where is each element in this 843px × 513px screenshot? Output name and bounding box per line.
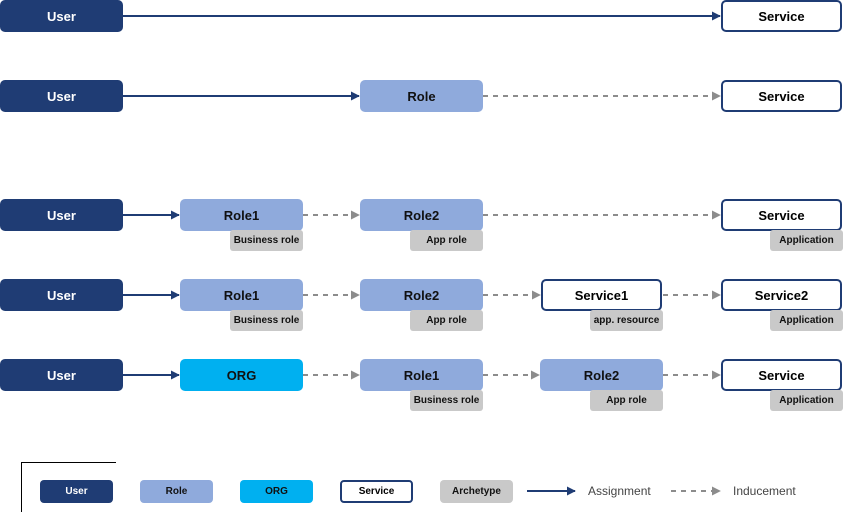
archetype-tag-business-role: Business role [230, 230, 303, 251]
archetype-tag-app-role: App role [410, 310, 483, 331]
user-node[interactable]: User [0, 199, 123, 231]
org-node[interactable]: ORG [180, 359, 303, 391]
legend-role: Role [140, 480, 213, 503]
role2-node[interactable]: Role2 [360, 199, 483, 231]
service-node[interactable]: Service [721, 359, 842, 391]
service-node[interactable]: Service [721, 199, 842, 231]
role-node[interactable]: Role [360, 80, 483, 112]
archetype-tag-application: Application [770, 230, 843, 251]
legend-inducement-label: Inducement [733, 484, 796, 498]
archetype-tag-app-role: App role [590, 390, 663, 411]
archetype-tag-application: Application [770, 390, 843, 411]
archetype-tag-application: Application [770, 310, 843, 331]
service-node[interactable]: Service [721, 0, 842, 32]
legend-assignment-label: Assignment [588, 484, 651, 498]
archetype-tag-app-resource: app. resource [590, 310, 663, 331]
role1-node[interactable]: Role1 [360, 359, 483, 391]
archetype-tag-business-role: Business role [230, 310, 303, 331]
archetype-tag-app-role: App role [410, 230, 483, 251]
role1-node[interactable]: Role1 [180, 279, 303, 311]
user-node[interactable]: User [0, 359, 123, 391]
legend-frame [21, 462, 116, 512]
user-node[interactable]: User [0, 0, 123, 32]
service2-node[interactable]: Service2 [721, 279, 842, 311]
role1-node[interactable]: Role1 [180, 199, 303, 231]
service1-node[interactable]: Service1 [541, 279, 662, 311]
role2-node[interactable]: Role2 [360, 279, 483, 311]
archetype-tag-business-role: Business role [410, 390, 483, 411]
legend-archetype: Archetype [440, 480, 513, 503]
legend-service: Service [340, 480, 413, 503]
user-node[interactable]: User [0, 279, 123, 311]
legend-user: User [40, 480, 113, 503]
service-node[interactable]: Service [721, 80, 842, 112]
role2-node[interactable]: Role2 [540, 359, 663, 391]
legend-org: ORG [240, 480, 313, 503]
user-node[interactable]: User [0, 80, 123, 112]
